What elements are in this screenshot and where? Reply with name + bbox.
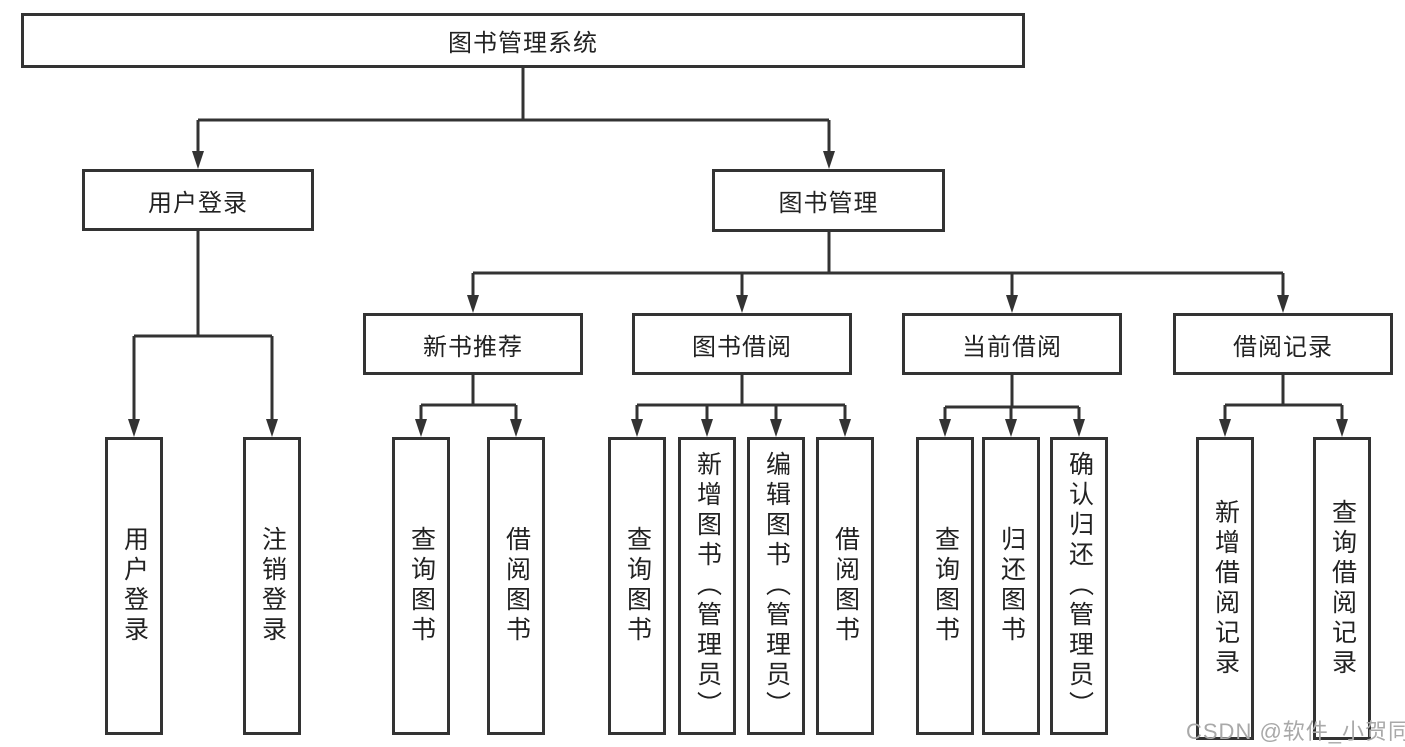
node-label: 新增图书（管理员）	[693, 451, 722, 721]
node-borrow-query-books: 查询图书	[608, 437, 666, 735]
node-record-add-record: 新增借阅记录	[1196, 437, 1254, 740]
node-book-management-label: 图书管理	[778, 190, 879, 217]
node-root: 图书管理系统	[21, 13, 1025, 68]
node-borrow-borrow-books: 借阅图书	[816, 437, 874, 735]
node-newbook-query-books: 查询图书	[392, 437, 450, 735]
node-label: 查询图书	[407, 526, 436, 646]
node-label: 借阅图书	[502, 526, 531, 646]
node-book-borrow: 图书借阅	[632, 313, 852, 375]
node-book-management: 图书管理	[712, 169, 945, 232]
node-label: 查询图书	[931, 526, 960, 646]
node-label: 归还图书	[997, 526, 1026, 646]
node-record-query-record: 查询借阅记录	[1313, 437, 1371, 740]
node-label: 确认归还（管理员）	[1065, 451, 1094, 721]
node-label: 查询借阅记录	[1328, 498, 1357, 679]
node-label: 用户登录	[120, 526, 149, 646]
csdn-watermark: CSDN @软件_小贺同学	[1186, 719, 1405, 744]
node-new-book-recommend: 新书推荐	[363, 313, 583, 375]
node-current-return-books: 归还图书	[982, 437, 1040, 735]
node-user-login-label: 用户登录	[148, 189, 248, 217]
node-label: 借阅图书	[831, 526, 860, 646]
node-borrow-record-label: 借阅记录	[1233, 333, 1333, 361]
node-borrow-edit-books-admin: 编辑图书（管理员）	[747, 437, 805, 735]
node-userlogin-login: 用户登录	[105, 437, 163, 735]
node-borrow-record: 借阅记录	[1173, 313, 1393, 375]
node-current-borrow: 当前借阅	[902, 313, 1122, 375]
node-current-query-books: 查询图书	[916, 437, 974, 735]
node-borrow-add-books-admin: 新增图书（管理员）	[678, 437, 736, 735]
node-label: 编辑图书（管理员）	[762, 451, 791, 721]
node-label: 注销登录	[258, 526, 287, 646]
node-current-confirm-return-admin: 确认归还（管理员）	[1050, 437, 1108, 735]
node-label: 查询图书	[623, 526, 652, 646]
node-label: 新增借阅记录	[1211, 498, 1240, 679]
node-current-borrow-label: 当前借阅	[962, 333, 1062, 361]
node-book-borrow-label: 图书借阅	[692, 333, 792, 361]
node-newbook-borrow-books: 借阅图书	[487, 437, 545, 735]
node-user-login: 用户登录	[82, 169, 314, 231]
node-root-label: 图书管理系统	[448, 30, 598, 57]
node-userlogin-logout: 注销登录	[243, 437, 301, 735]
node-new-book-recommend-label: 新书推荐	[423, 333, 523, 361]
